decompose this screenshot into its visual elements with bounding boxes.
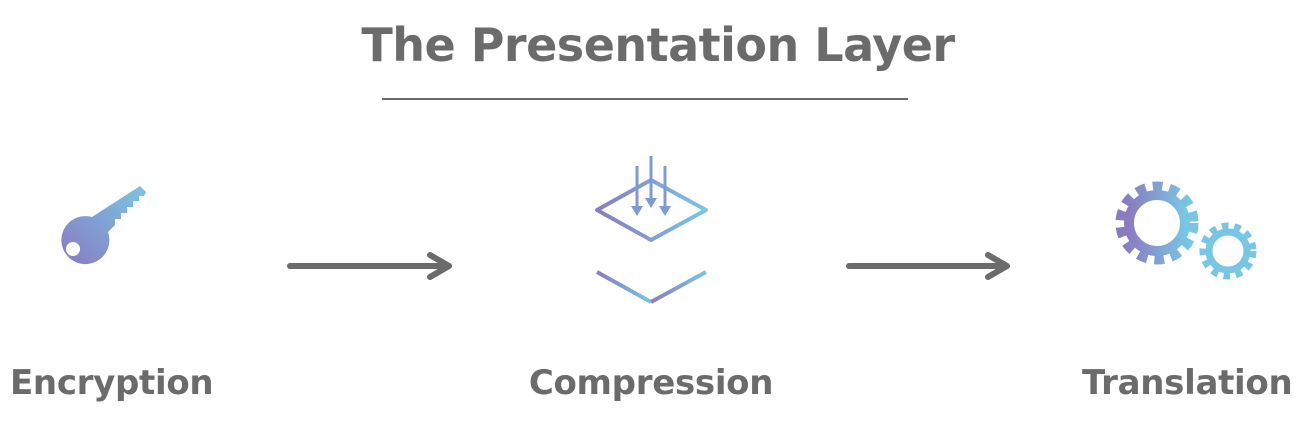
arrow-compression-to-translation xyxy=(846,252,1010,280)
compression-arrows-icon xyxy=(631,156,671,216)
step-label-translation: Translation xyxy=(1082,363,1293,403)
key-icon xyxy=(61,186,146,265)
step-label-compression: Compression xyxy=(528,363,774,403)
arrow-encryption-to-compression xyxy=(287,252,452,280)
compressed-box-icon xyxy=(595,178,708,304)
title-underline xyxy=(382,98,908,100)
small-gear-icon xyxy=(1199,222,1257,280)
large-gear-icon xyxy=(1115,181,1199,265)
gears-icon xyxy=(1115,181,1257,280)
page-title: The Presentation Layer xyxy=(361,18,955,72)
step-label-encryption: Encryption xyxy=(10,363,214,403)
